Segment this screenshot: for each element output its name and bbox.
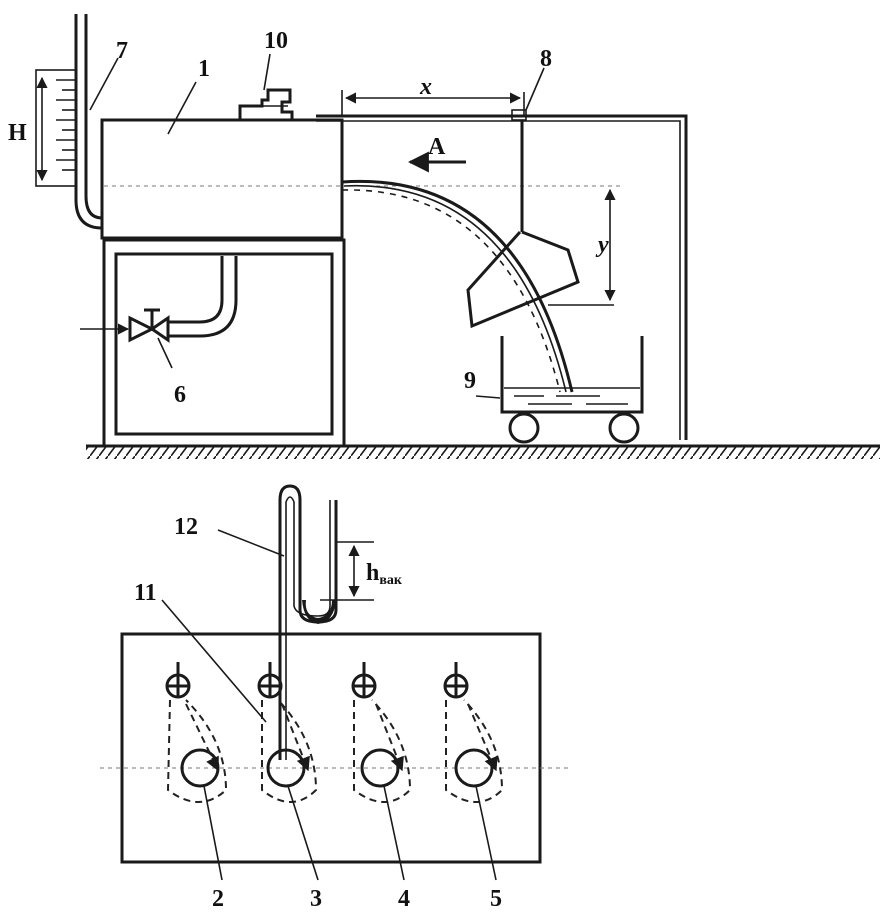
guide-rail: [316, 90, 688, 440]
catcher-funnel: [466, 120, 616, 329]
level-scale: [35, 69, 77, 187]
label-head: H: [8, 120, 27, 146]
label-hole-4: 4: [398, 886, 410, 912]
label-pointer: 8: [540, 46, 552, 72]
leader-lines-bottom: [161, 529, 497, 881]
label-tank: 1: [198, 56, 210, 82]
label-hole-2: 2: [212, 886, 224, 912]
orifice-2: [165, 662, 228, 803]
label-inlet: 10: [264, 28, 288, 54]
water-jet: [341, 179, 574, 393]
label-u-manometer: 12: [174, 514, 198, 540]
level-gauge: [74, 14, 103, 230]
label-vacuum-head: hвак: [366, 560, 403, 588]
orifice-4: [351, 662, 412, 803]
vacuum-head-main: h: [366, 560, 379, 586]
orifice-3: [257, 662, 318, 803]
label-container: 9: [464, 368, 476, 394]
inlet-fitting: [238, 88, 294, 120]
label-view: A: [428, 134, 446, 160]
tank: [100, 118, 620, 240]
label-distance-x: x: [419, 74, 432, 100]
u-tube-manometer: [278, 484, 374, 760]
label-valve: 6: [174, 382, 186, 408]
label-distance-y: y: [595, 232, 609, 258]
vacuum-head-sub: вак: [379, 573, 403, 588]
label-hole-3: 3: [310, 886, 322, 912]
floor: [86, 444, 880, 459]
valve: [80, 308, 173, 369]
label-hole-5: 5: [490, 886, 502, 912]
label-probe: 11: [134, 580, 157, 606]
measuring-container: [475, 336, 644, 444]
drain-pipe: [168, 256, 238, 338]
orifice-5: [443, 662, 504, 803]
label-level-gauge: 7: [116, 38, 128, 64]
tank-stand: [102, 238, 346, 448]
leader-lines-top: [89, 53, 545, 135]
front-panel: [100, 632, 570, 864]
